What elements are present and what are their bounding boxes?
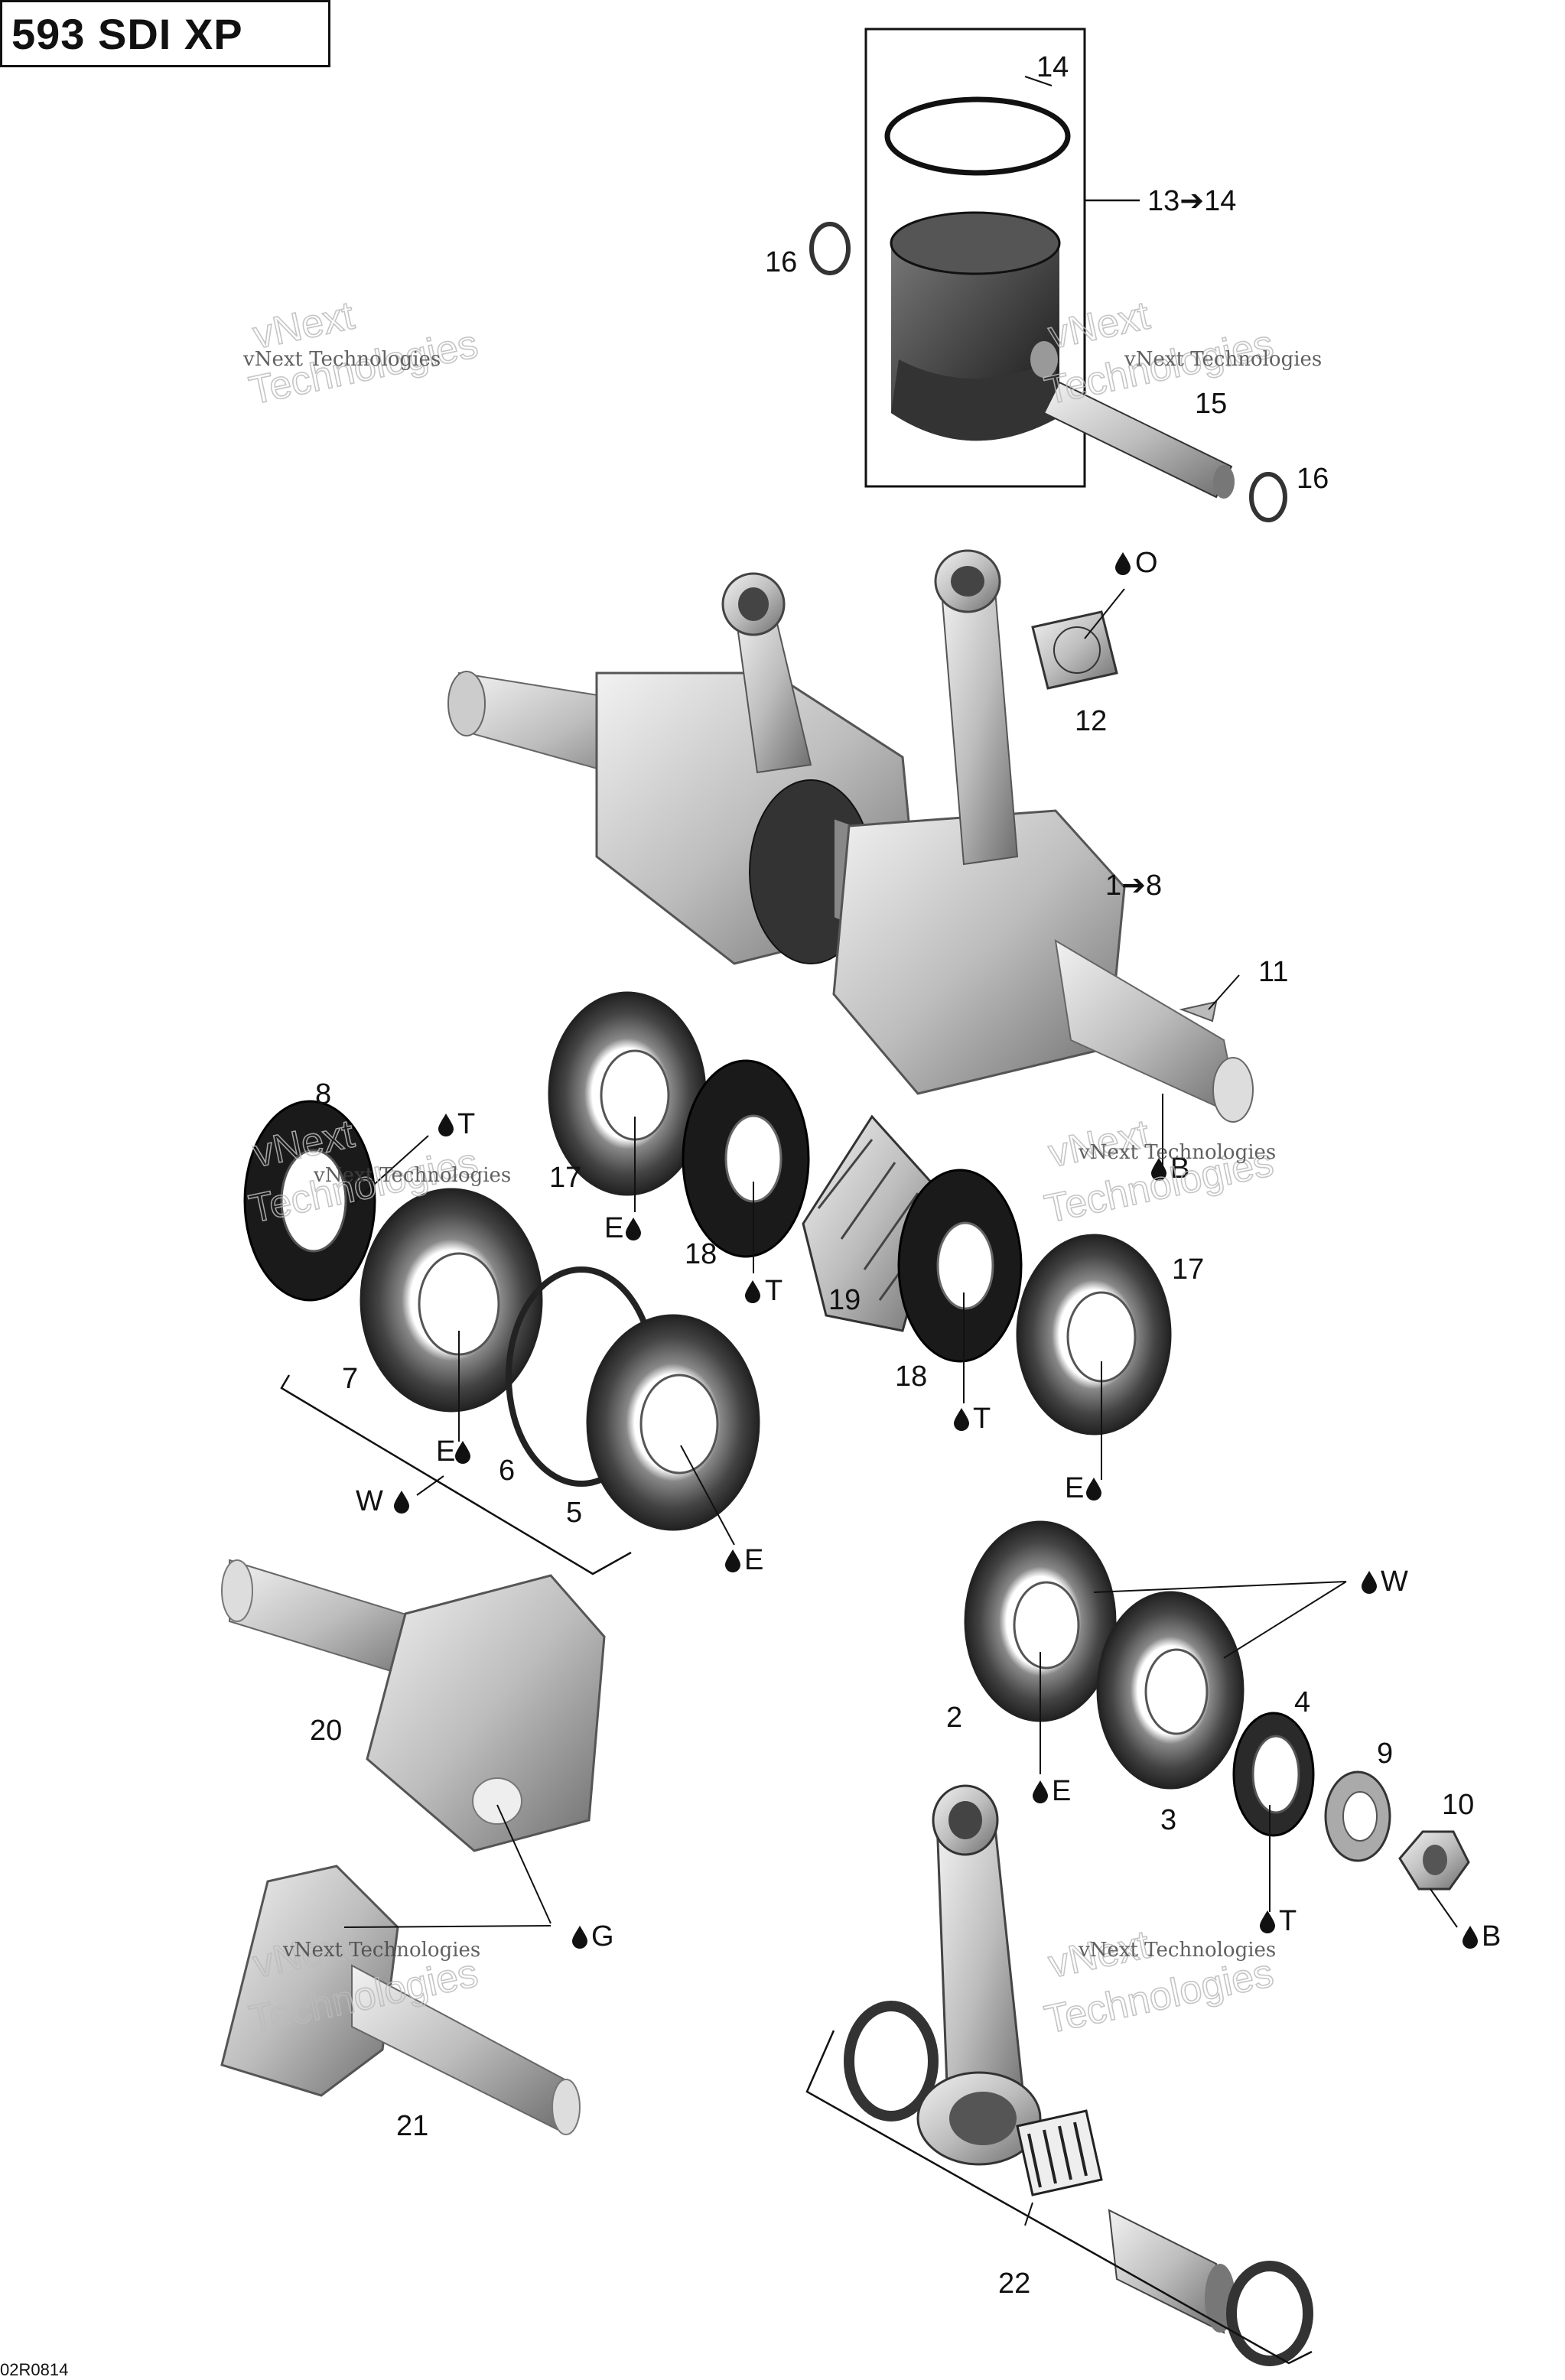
label-part-11: 11 [1258, 956, 1288, 988]
label-lube-e: E [436, 1435, 455, 1468]
label-lube-e: E [604, 1212, 623, 1244]
label-lube-w: W [356, 1485, 383, 1517]
label-lube-t: T [457, 1108, 475, 1140]
crankshaft-assembly [447, 549, 1254, 1123]
watermark-text: vNext Technologies [1124, 348, 1322, 371]
label-part-9: 9 [1377, 1738, 1393, 1770]
label-lube-e: E [1052, 1775, 1071, 1807]
oil-drop-icon [1033, 1780, 1048, 1803]
bearing-7 [360, 1188, 543, 1413]
bearing-5 [586, 1314, 760, 1531]
piston-kit-frame [864, 28, 1086, 488]
oil-drop-icon [1115, 552, 1131, 575]
label-part-10: 10 [1442, 1789, 1474, 1821]
label-part-15: 15 [1195, 388, 1227, 420]
label-part-7: 7 [342, 1363, 358, 1395]
needle-bearing-12 [1031, 610, 1118, 690]
piston-kit-group [809, 28, 1287, 522]
diagram-code: 02R0814 [0, 2360, 69, 2379]
oil-drop-icon [954, 1408, 969, 1431]
crank-half-20 [221, 1559, 606, 1852]
bearing-17-right [1016, 1234, 1172, 1435]
oil-drop-icon [1362, 1571, 1377, 1594]
circlip [809, 222, 851, 275]
oil-seal-18-right [897, 1169, 1023, 1363]
oil-drop-icon [1086, 1478, 1101, 1501]
label-part-17: 17 [549, 1162, 581, 1194]
label-lube-t: T [765, 1275, 782, 1307]
piston-ring [884, 96, 1071, 176]
oil-drop-icon [626, 1218, 641, 1240]
label-part-22: 22 [998, 2268, 1030, 2300]
label-lube-t: T [1279, 1905, 1297, 1937]
oil-drop-icon [455, 1441, 470, 1464]
label-lube-e: E [1065, 1472, 1084, 1504]
watermark-text: vNext Technologies [242, 348, 441, 371]
label-part-1-8: 1➔8 [1105, 870, 1162, 902]
woodruff-key [1179, 1000, 1218, 1023]
oil-drop-icon [438, 1114, 454, 1136]
label-part-12: 12 [1075, 705, 1107, 737]
bearing-3 [1096, 1591, 1245, 1790]
oil-drop-icon [745, 1280, 760, 1303]
conrod-kit-22 [805, 1784, 1313, 2366]
oil-seal-8 [243, 1100, 376, 1302]
label-lube-o: O [1135, 547, 1158, 579]
label-part-2: 2 [946, 1702, 962, 1734]
crank-half-21 [220, 1865, 581, 2135]
label-part-5: 5 [566, 1497, 582, 1529]
label-part-21: 21 [396, 2110, 428, 2142]
diagram-title: 593 SDI XP [0, 0, 330, 67]
oil-drop-icon [572, 1926, 587, 1949]
oil-drop-icon [725, 1549, 740, 1572]
oil-drop-icon [1463, 1926, 1478, 1949]
label-part-4: 4 [1294, 1686, 1310, 1718]
callout-labels: 14 13➔14 16 15 16 O 12 1➔8 11 8 T 17 B E… [310, 51, 1501, 2300]
oil-seal-4 [1232, 1712, 1315, 1837]
oil-drop-icon [394, 1491, 409, 1514]
circlip [1249, 472, 1287, 522]
label-part-14: 14 [1036, 51, 1069, 83]
label-lube-g: G [591, 1920, 614, 1952]
watermark-text: vNext Technologies [313, 1164, 511, 1187]
label-lube-b: B [1482, 1920, 1501, 1952]
label-part-18: 18 [685, 1238, 717, 1270]
nut-10 [1398, 1830, 1470, 1891]
label-part-20: 20 [310, 1715, 342, 1747]
label-part-16: 16 [765, 246, 797, 278]
label-part-18: 18 [895, 1361, 927, 1393]
leader-lines [343, 588, 1458, 2226]
piston-pin [1043, 381, 1235, 499]
label-lube-t: T [973, 1403, 991, 1435]
piston [890, 211, 1061, 441]
label-part-8: 8 [315, 1078, 331, 1110]
label-part-3: 3 [1160, 1804, 1176, 1836]
label-part-13-14: 13➔14 [1147, 185, 1236, 217]
watermark-text: vNext Technologies [282, 1939, 480, 1962]
bearing-2 [964, 1520, 1117, 1722]
label-part-17: 17 [1172, 1253, 1204, 1286]
label-part-6: 6 [499, 1455, 515, 1487]
bearing-17-left [548, 991, 707, 1196]
washer-9 [1324, 1770, 1391, 1862]
label-lube-b: B [1170, 1153, 1189, 1185]
label-lube-e: E [744, 1544, 763, 1576]
watermark-text: vNext Technologies [1078, 1141, 1276, 1164]
label-lube-w: W [1381, 1566, 1408, 1598]
oil-seal-18-left [682, 1059, 810, 1258]
label-part-16: 16 [1297, 463, 1329, 495]
watermark-text: vNext Technologies [1078, 1939, 1276, 1962]
oil-drop-icon [1260, 1910, 1275, 1933]
label-part-19: 19 [828, 1284, 861, 1316]
